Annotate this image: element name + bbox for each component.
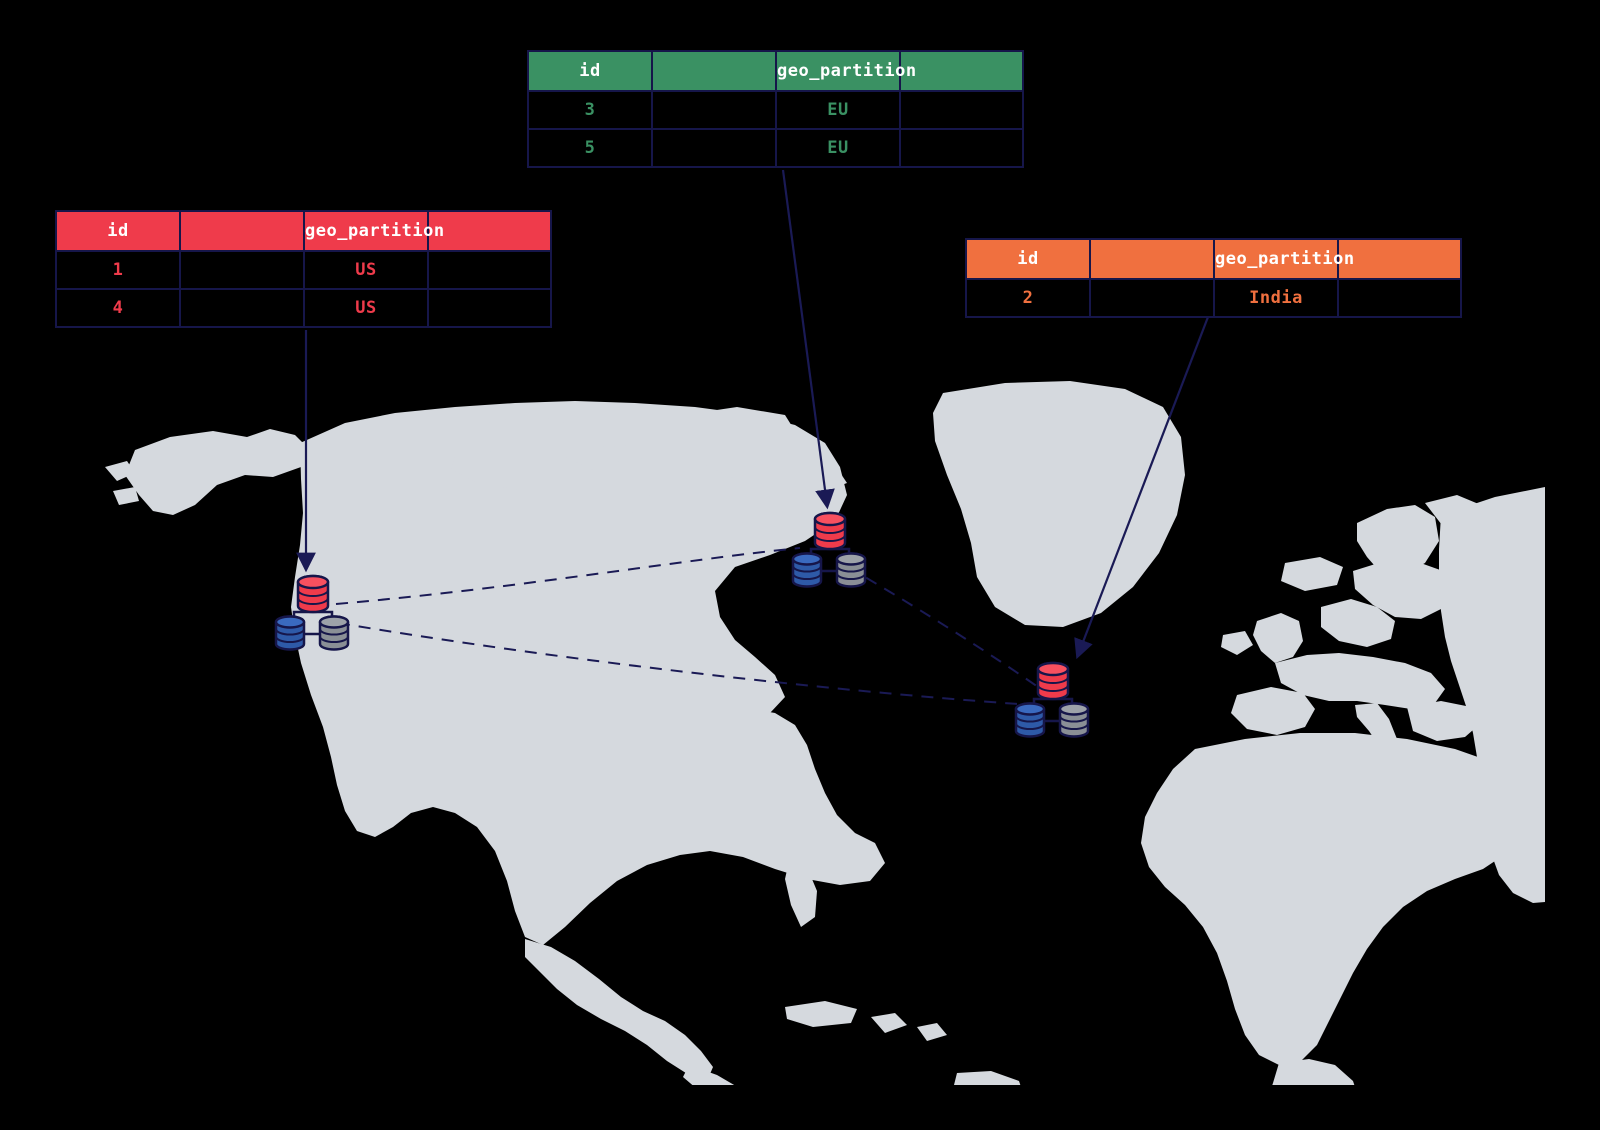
cell-id: 2 (965, 278, 1091, 318)
column-header-geo-partition: geo_partition (303, 210, 444, 252)
db-node-leader-icon (813, 511, 847, 551)
us-partition-table: id geo_partition 1 US 4 US (55, 210, 552, 328)
cell-blank-2 (899, 90, 1024, 130)
cell-blank-2 (427, 250, 552, 290)
db-node-follower-gray-icon (318, 615, 350, 651)
db-node-leader-icon (1036, 661, 1070, 701)
table-row: 3 EU (527, 90, 1024, 130)
column-header-blank-1 (179, 210, 305, 252)
cell-geo-partition: EU (775, 128, 901, 168)
table-row: 4 US (55, 288, 552, 328)
cell-geo-partition: US (303, 250, 429, 290)
cell-blank-2 (427, 288, 552, 328)
cell-id: 4 (55, 288, 181, 328)
column-header-geo-partition: geo_partition (1213, 238, 1354, 280)
table-header-row: id geo_partition (527, 50, 1024, 92)
db-node-follower-blue-icon (274, 615, 306, 651)
cell-geo-partition: US (303, 288, 429, 328)
column-header-id: id (527, 50, 653, 92)
cell-blank-2 (899, 128, 1024, 168)
cell-blank-1 (179, 250, 305, 290)
db-node-follower-blue-icon (791, 552, 823, 588)
cell-blank-2 (1337, 278, 1462, 318)
column-header-id: id (55, 210, 181, 252)
table-row: 5 EU (527, 128, 1024, 168)
cell-blank-1 (1089, 278, 1215, 318)
us-cluster (268, 568, 358, 653)
column-header-geo-partition: geo_partition (775, 50, 916, 92)
table-row: 2 India (965, 278, 1462, 318)
cell-id: 5 (527, 128, 653, 168)
column-header-blank-2 (899, 50, 1024, 92)
cell-geo-partition: EU (775, 90, 901, 130)
india-partition-table: id geo_partition 2 India (965, 238, 1462, 318)
column-header-blank-2 (427, 210, 552, 252)
table-row: 1 US (55, 250, 552, 290)
cell-id: 3 (527, 90, 653, 130)
table-header-row: id geo_partition (965, 238, 1462, 280)
column-header-blank-1 (651, 50, 777, 92)
india-cluster (1008, 655, 1098, 740)
world-map (105, 381, 1545, 1085)
column-header-blank-1 (1089, 238, 1215, 280)
cell-geo-partition: India (1213, 278, 1339, 318)
column-header-blank-2 (1337, 238, 1462, 280)
eu-cluster (785, 505, 875, 590)
cell-id: 1 (55, 250, 181, 290)
db-node-follower-blue-icon (1014, 702, 1046, 738)
db-node-leader-icon (296, 574, 330, 614)
table-header-row: id geo_partition (55, 210, 552, 252)
column-header-id: id (965, 238, 1091, 280)
eu-partition-table: id geo_partition 3 EU 5 EU (527, 50, 1024, 168)
cell-blank-1 (651, 90, 777, 130)
cell-blank-1 (651, 128, 777, 168)
db-node-follower-gray-icon (1058, 702, 1090, 738)
db-node-follower-gray-icon (835, 552, 867, 588)
cell-blank-1 (179, 288, 305, 328)
